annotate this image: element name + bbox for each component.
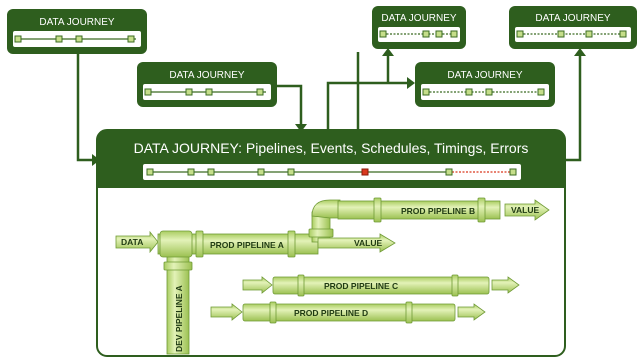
dev-pipeline-a[interactable]: DEV PIPELINE A xyxy=(163,247,193,355)
main-timeline-nodes xyxy=(146,168,517,176)
error-node[interactable] xyxy=(361,168,369,176)
journey-box-4[interactable]: DATA JOURNEY xyxy=(415,62,555,107)
prod-pipeline-c[interactable]: PROD PIPELINE C xyxy=(242,274,520,297)
journey-box-title: DATA JOURNEY xyxy=(381,13,457,24)
pipe-elbow xyxy=(308,199,341,243)
svg-text:VALUE: VALUE xyxy=(354,238,383,248)
journey-box-title: DATA JOURNEY xyxy=(447,70,523,81)
timeline-nodes xyxy=(422,88,545,96)
timeline-nodes xyxy=(516,30,627,38)
svg-text:PROD PIPELINE B: PROD PIPELINE B xyxy=(401,206,475,216)
journey-box-title: DATA JOURNEY xyxy=(39,17,115,28)
prod-pipeline-d[interactable]: PROD PIPELINE D xyxy=(210,301,486,324)
svg-text:DEV PIPELINE A: DEV PIPELINE A xyxy=(174,285,184,352)
svg-text:DATA: DATA xyxy=(121,237,143,247)
timeline-nodes xyxy=(379,30,458,38)
main-title: DATA JOURNEY: Pipelines, Events, Schedul… xyxy=(134,140,529,156)
svg-text:PROD PIPELINE C: PROD PIPELINE C xyxy=(324,281,398,291)
journey-box-title: DATA JOURNEY xyxy=(169,70,245,81)
svg-text:PROD PIPELINE A: PROD PIPELINE A xyxy=(210,240,284,250)
value-output-arrow-a: VALUE xyxy=(317,233,396,253)
timeline-nodes xyxy=(14,35,135,43)
value-output-arrow-b: VALUE xyxy=(504,199,550,221)
prod-pipeline-b[interactable]: PROD PIPELINE B xyxy=(337,197,501,223)
journey-box-title: DATA JOURNEY xyxy=(535,13,611,24)
data-input-arrow: DATA xyxy=(115,230,159,254)
svg-text:PROD PIPELINE D: PROD PIPELINE D xyxy=(294,308,368,318)
journey-box-2[interactable]: DATA JOURNEY xyxy=(137,62,277,107)
timeline-nodes xyxy=(144,88,264,96)
journey-box-3[interactable]: DATA JOURNEY xyxy=(372,6,466,49)
svg-text:VALUE: VALUE xyxy=(511,205,540,215)
prod-pipeline-a[interactable]: PROD PIPELINE A xyxy=(157,230,319,258)
connector-arrows xyxy=(76,52,582,162)
journey-box-1[interactable]: DATA JOURNEY xyxy=(7,9,147,54)
journey-box-5[interactable]: DATA JOURNEY xyxy=(509,6,637,49)
